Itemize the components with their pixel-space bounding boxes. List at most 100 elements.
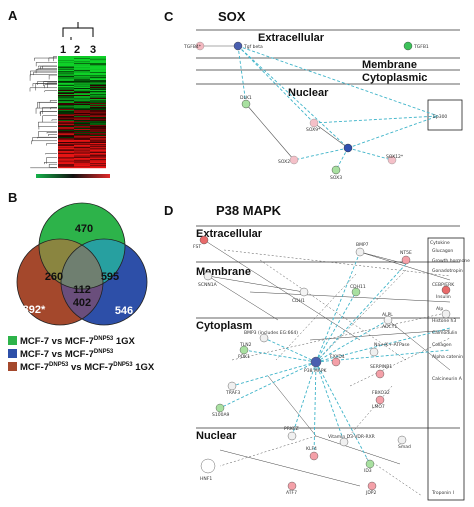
heatmap-cell [58,79,74,81]
heatmap-cell [74,114,90,116]
heatmap-cell [74,56,90,58]
node-ep300: Ep300 [433,114,447,120]
heatmap-cell [90,66,106,68]
heatmap-cell [58,93,74,95]
heatmap-cell [58,164,74,166]
heatmap-cell [58,128,74,130]
heatmap-cell [90,99,106,101]
heatmap-cells [58,56,106,169]
heatmap-cell [58,76,74,78]
heatmap-cell [58,57,74,59]
heatmap-cell [74,156,90,158]
col-label-2: 2 [74,44,81,56]
heatmap-cell [90,164,106,166]
node-adcy1: ADCY1 [382,324,397,330]
heatmap-cell [90,82,106,84]
node-alpha-catenin: Alpha catenin [432,354,463,360]
heatmap-cell [90,160,106,162]
heatmap-cell [74,74,90,76]
heatmap-cell [90,143,106,145]
node-id3: ID3 [364,468,372,474]
heatmap-cell [74,125,90,127]
heatmap-cell [74,79,90,81]
heatmap-cell [74,126,90,128]
heatmap-cell [58,56,74,58]
heatmap-cell [90,106,106,108]
heatmap-cell [90,136,106,138]
heatmap-cell [74,62,90,64]
heatmap-cell [90,127,106,129]
heatmap-cell [74,77,90,79]
heatmap-cell [90,146,106,148]
heatmap-cell [58,110,74,112]
heatmap-cell [90,98,106,100]
heatmap-cell [90,96,106,98]
heatmap-cell [74,80,90,82]
heatmap-cell [58,97,74,99]
legend-item-1: MCF-7 vs MCF-7DNP53 1GX [8,336,135,348]
heatmap-cell [74,128,90,130]
heatmap-cell [74,137,90,139]
heatmap-cell [58,105,74,107]
heatmap-cell [58,159,74,161]
heatmap-cell [90,154,106,156]
heatmap-cell [90,110,106,112]
heatmap-cell [58,91,74,93]
heatmap-cell [74,78,90,80]
panel-c-title: SOX [218,9,246,24]
heatmap-cell [58,121,74,123]
node-hnf1: HNF1 [200,476,212,482]
col-label-1: 1 [60,44,67,56]
heatmap-cell [74,110,90,112]
heatmap-cell [58,101,74,103]
heatmap-cell [74,132,90,134]
heatmap-cell [58,118,74,120]
heatmap-cell [90,151,106,153]
venn-value-470: 470 [75,223,93,235]
heatmap-cell [74,75,90,77]
heatmap-cell [74,133,90,135]
heatmap-cell [58,135,74,137]
heatmap-cell [58,70,74,72]
heatmap-cell [58,151,74,153]
node-nt5e: NT5E [400,250,412,256]
heatmap-cell [74,117,90,119]
heatmap-cell [58,165,74,167]
heatmap-cell [58,160,74,162]
heatmap-cell [74,157,90,159]
node-serpinb1: SERPINB1 [370,364,392,370]
node-cebp-erk: CEBP/ERK [432,282,455,288]
heatmap-cell [74,73,90,75]
heatmap-cell [90,109,106,111]
panel-d-title: P38 MAPK [216,203,282,218]
heatmap-cell [58,74,74,76]
panel-b-label: B [8,190,18,205]
heatmap-cell [58,92,74,94]
heatmap-cell [74,122,90,124]
heatmap-cell [74,119,90,121]
heatmap-cell [74,145,90,147]
heatmap-cell [58,123,74,125]
heatmap-cell [74,130,90,132]
heatmap-cell [74,101,90,103]
heatmap-cell [58,143,74,145]
heatmap-cell [58,72,74,74]
heatmap-cell [90,113,106,115]
heatmap-cell [58,99,74,101]
heatmap-cell [74,147,90,149]
heatmap-cell [90,125,106,127]
heatmap-cell [74,96,90,98]
heatmap-cell [90,133,106,135]
venn-value-260: 260 [45,271,63,283]
heatmap-cell [74,150,90,152]
heatmap-cell [90,139,106,141]
heatmap-cell [74,109,90,111]
heatmap-cell [90,145,106,147]
heatmap-cell [58,120,74,122]
node-bmp3: BMP3 (includes EG:664) [244,330,298,336]
node-collagen: Collagen [432,342,452,348]
heatmap-cell [74,60,90,62]
heatmap-cell [74,154,90,156]
heatmap-cell [90,115,106,117]
node-prkcz: PRKCZ [284,426,299,432]
